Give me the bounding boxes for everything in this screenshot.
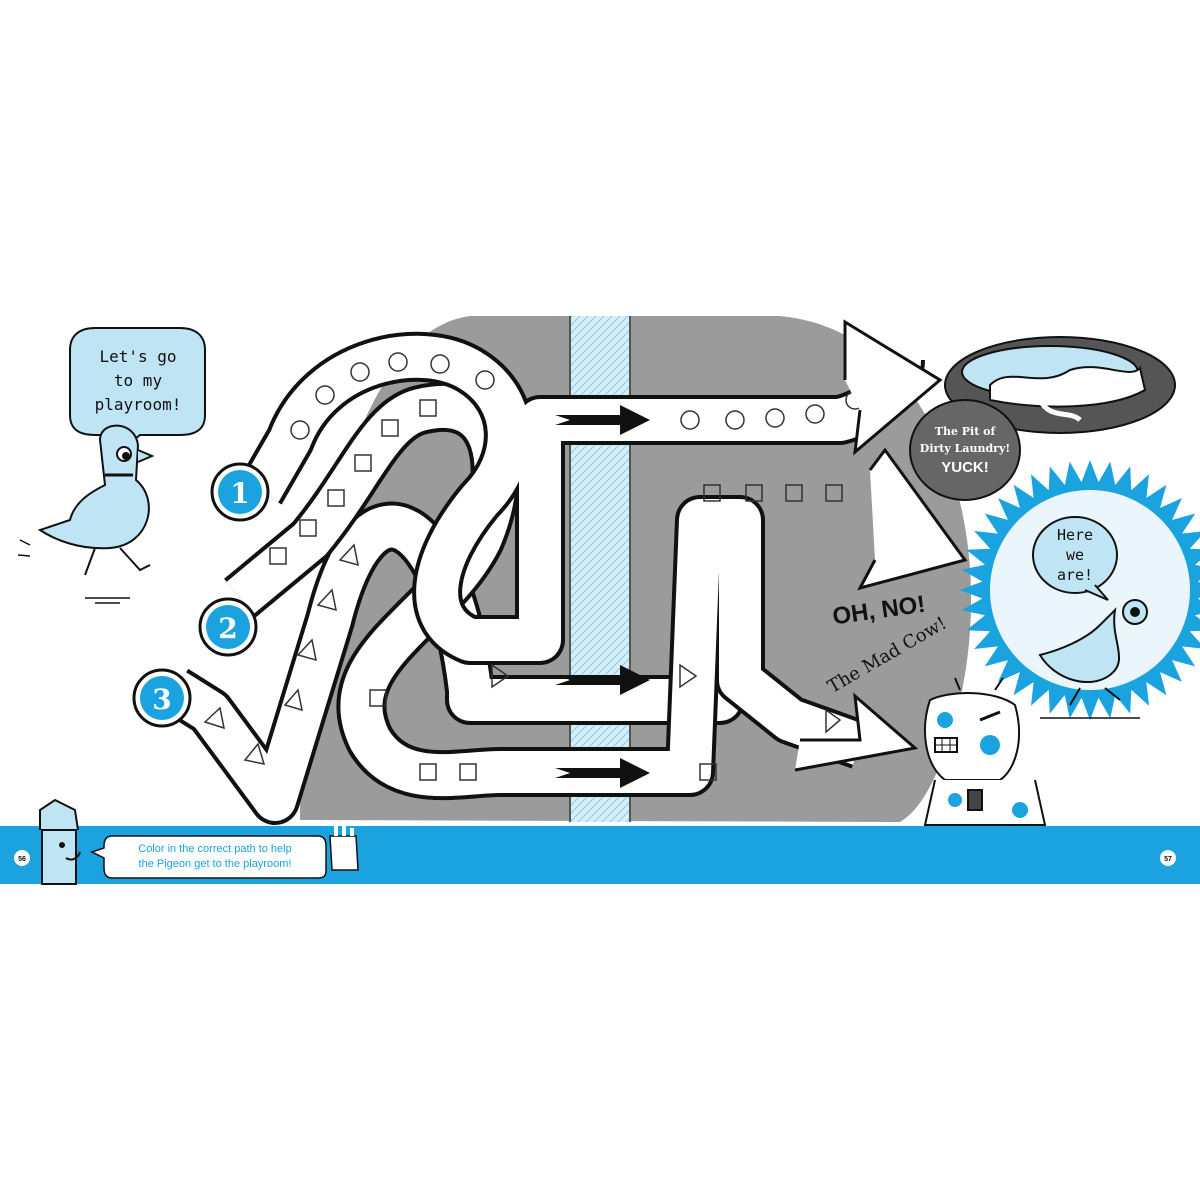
pigeon-end-line-1: Here: [1057, 526, 1093, 544]
pigeon-start-speech: Let's go to my playroom!: [69, 327, 206, 458]
end-arrowheads: [794, 319, 968, 772]
path-3-track[interactable]: [161, 501, 745, 825]
path-1-track[interactable]: [238, 331, 925, 665]
laundry-pit-illustration: [944, 336, 1176, 434]
instruction-line-1: Color in the correct path to help: [138, 843, 291, 855]
start-badge-2[interactable]: 2: [198, 597, 258, 657]
pigeon-happy-illustration: [1038, 599, 1148, 719]
start-badge-3[interactable]: 3: [132, 668, 192, 728]
instruction-line-2: the Pigeon get to the playroom!: [139, 858, 292, 870]
pigeon-running-illustration: [17, 424, 155, 604]
page-number-left: 56: [18, 856, 26, 863]
pigeon-end-speech: Here we are!: [1032, 516, 1118, 601]
footer-instruction-bubble: Color in the correct path to help the Pi…: [90, 835, 327, 879]
pigeon-start-line-3: playroom!: [95, 395, 182, 414]
crayon-hand-icon: [329, 824, 359, 871]
path-label-1: 1: [230, 477, 249, 510]
pigeon-end-line-2: we: [1066, 546, 1084, 564]
pigeon-start-line-2: to my: [114, 371, 163, 390]
laundry-line-2: Dirty Laundry!: [920, 442, 1010, 455]
path-label-2: 2: [218, 612, 237, 645]
page-number-right: 57: [1164, 856, 1172, 863]
path-1-circles: [290, 352, 865, 440]
laundry-label-bubble: The Pit of Dirty Laundry! YUCK!: [909, 399, 1021, 501]
laundry-line-3: YUCK!: [941, 459, 989, 476]
pigeon-start-line-1: Let's go: [99, 347, 176, 366]
start-badge-1[interactable]: 1: [210, 462, 270, 522]
path-label-3: 3: [152, 683, 171, 716]
path-3-triangles: [203, 543, 842, 765]
path-2-squares: [269, 399, 843, 781]
laundry-line-1: The Pit of: [935, 425, 997, 438]
mad-cow-illustration: [923, 677, 1047, 826]
footer-mascot-illustration: [39, 798, 81, 885]
pigeon-end-line-3: are!: [1057, 566, 1093, 584]
bridge-arrows: [555, 405, 650, 788]
